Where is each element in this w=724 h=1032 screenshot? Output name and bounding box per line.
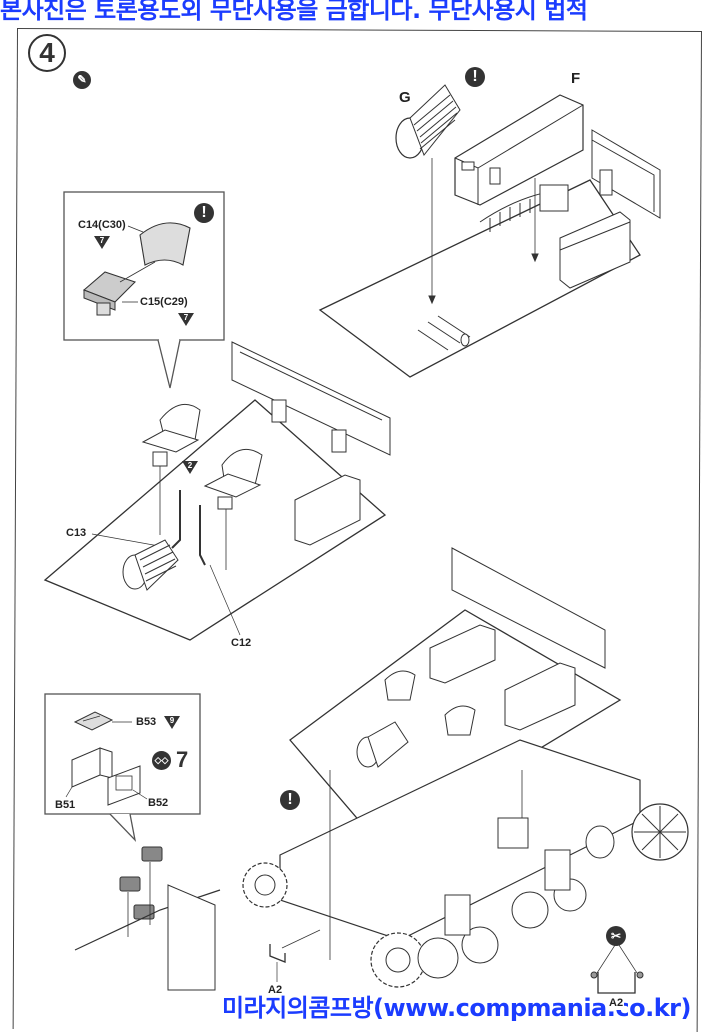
step-ref-number: 2 bbox=[187, 461, 193, 470]
part-label-b53: B53 bbox=[136, 716, 157, 728]
part-label-g: G bbox=[399, 89, 411, 106]
step-ref-number: 7 bbox=[183, 313, 189, 322]
part-a2-cut bbox=[590, 941, 644, 994]
step-number: 4 bbox=[28, 34, 66, 72]
rear-bulkhead-lower bbox=[451, 547, 606, 669]
part-g-middle bbox=[122, 539, 179, 591]
glue-tube-icon: ✎ bbox=[73, 71, 91, 89]
frame-arch-top bbox=[479, 184, 569, 232]
part-label-b52: B52 bbox=[148, 797, 169, 809]
radio-box-top bbox=[559, 169, 631, 289]
road-wheels bbox=[417, 849, 587, 979]
cutter-icon: ✂ bbox=[606, 926, 626, 946]
sprocket-front bbox=[242, 862, 426, 988]
radio-boxes-middle bbox=[271, 399, 361, 546]
make-two-icon: ◇◇ bbox=[152, 751, 171, 770]
part-f bbox=[454, 94, 584, 206]
seats-lower bbox=[356, 670, 476, 768]
rollers-top bbox=[417, 315, 471, 351]
step-ref-triangle: 9 bbox=[164, 716, 180, 729]
part-a2-hull bbox=[269, 929, 321, 982]
part-g bbox=[395, 84, 461, 305]
box-detail-callout bbox=[44, 693, 201, 843]
part-label-a2: A2 bbox=[268, 984, 283, 996]
part-label-a2-cut: A2 bbox=[608, 997, 625, 1010]
step-ref-triangle: 7 bbox=[178, 313, 194, 326]
part-label-c14: C14(C30) bbox=[78, 219, 126, 231]
make-count: 7 bbox=[176, 747, 189, 772]
warning-icon: ! bbox=[194, 203, 214, 223]
part-label-f: F bbox=[571, 70, 581, 87]
part-label-c12: C12 bbox=[231, 637, 252, 649]
warning-icon: ! bbox=[280, 790, 300, 810]
rear-bulkhead-middle bbox=[231, 341, 391, 456]
watermark-top: 본사진은 토론용도외 무단사용을 금합니다. 무단사용시 법적 bbox=[0, 0, 588, 24]
radio-boxes-lower bbox=[429, 624, 576, 731]
part-label-b51: B51 bbox=[55, 799, 76, 811]
step-ref-number: 7 bbox=[99, 236, 105, 245]
step-ref-triangle: 2 bbox=[182, 461, 198, 474]
idler-wheel bbox=[585, 803, 689, 861]
rear-bulkhead-top bbox=[591, 129, 661, 219]
seats-middle bbox=[141, 403, 263, 570]
step-ref-number: 9 bbox=[169, 716, 175, 725]
part-label-c13: C13 bbox=[66, 527, 87, 539]
step-ref-triangle: 7 bbox=[94, 236, 110, 249]
boxes-installed bbox=[74, 846, 221, 991]
warning-icon: ! bbox=[465, 67, 485, 87]
part-label-c15: C15(C29) bbox=[140, 296, 188, 308]
